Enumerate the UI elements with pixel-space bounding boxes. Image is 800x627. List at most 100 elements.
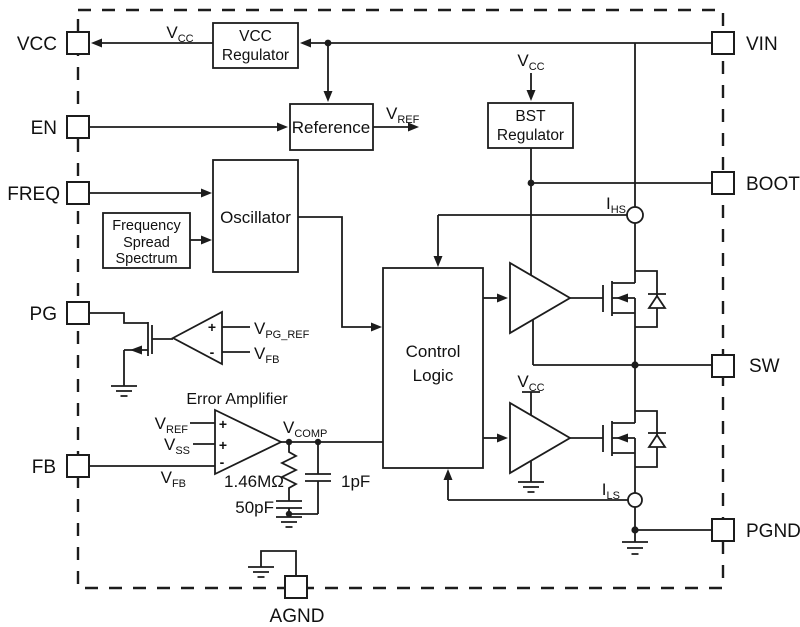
low-side-mosfet xyxy=(570,410,667,468)
bst-regulator-box xyxy=(487,102,574,149)
arrow-into-ls-driver xyxy=(497,433,508,443)
hs-driver-triangle xyxy=(509,261,572,335)
hs-body-diode-loop xyxy=(635,270,658,328)
hs-body-diode-icon xyxy=(647,293,667,309)
vcc-regulator-box xyxy=(212,22,299,69)
pin-pgnd xyxy=(711,518,735,542)
block-oscillator: Oscillator xyxy=(212,159,299,273)
vcc-label-top: VCC xyxy=(166,23,193,45)
pg-mosfet-body-arrow-icon xyxy=(130,345,142,355)
junction-sw xyxy=(631,361,639,369)
arrow-ihs-into-control xyxy=(433,256,443,267)
block-bst-regulator: BST Regulator xyxy=(487,102,574,149)
arrow-into-hs-driver xyxy=(497,293,508,303)
capacitor-1pf-icon xyxy=(289,442,331,515)
vcc-label-bst: VCC xyxy=(517,51,544,73)
ls-mosfet-body-arrow-icon xyxy=(616,433,628,443)
block-control-logic: Control Logic xyxy=(382,267,484,469)
junction-vin-reference xyxy=(324,39,332,47)
ils-label: ILS xyxy=(602,480,620,502)
feedforward-capacitor-label: 1pF xyxy=(341,472,370,491)
ils-current-sense-icon xyxy=(627,492,643,508)
reference-box xyxy=(289,103,374,151)
pin-label-sw: SW xyxy=(749,356,780,377)
pin-freq xyxy=(66,181,90,205)
pin-vcc xyxy=(66,31,90,55)
vcc-label-ls-driver: VCC xyxy=(517,372,544,394)
vfb-label-ea: VFB xyxy=(161,468,186,490)
bst-regulator-label-1: BST xyxy=(515,108,546,125)
pin-label-vin: VIN xyxy=(746,34,778,55)
junction-pgnd xyxy=(631,526,639,534)
ea-plus-2: + xyxy=(219,437,227,453)
component-labels: 1.46MΩ 50pF 1pF xyxy=(224,472,370,517)
wire-agnd-bracket xyxy=(260,550,297,576)
ea-plus-1: + xyxy=(219,416,227,432)
pin-label-boot: BOOT xyxy=(746,174,800,195)
junction-vcomp-cap xyxy=(314,438,322,446)
wire-ils-sense xyxy=(447,480,628,501)
arrow-ils-into-control xyxy=(443,469,453,480)
arrow-into-reference-top xyxy=(323,91,333,102)
fss-label-3: Spectrum xyxy=(115,251,177,267)
pin-vin xyxy=(711,31,735,55)
pin-label-fb: FB xyxy=(32,457,56,478)
junction-vcomp-resistor xyxy=(285,438,293,446)
pg-mosfet-gate xyxy=(151,325,173,354)
agnd-ground-lines xyxy=(248,566,274,578)
pg-comparator xyxy=(171,310,223,366)
pin-label-pg: PG xyxy=(30,304,57,325)
comp-ground-icon xyxy=(276,516,302,528)
pin-label-agnd: AGND xyxy=(270,606,325,627)
pin-boot xyxy=(711,171,735,195)
ls-mosfet-gate xyxy=(570,425,604,452)
arrow-osc-into-control xyxy=(371,322,382,332)
error-amplifier xyxy=(214,408,284,476)
pin-label-en: EN xyxy=(31,118,57,139)
ls-driver-ground-icon xyxy=(518,481,544,493)
fss-label-1: Frequency xyxy=(112,218,181,234)
junction-comp-ground xyxy=(285,510,293,518)
hs-diode-triangle xyxy=(647,294,667,309)
oscillator-label: Oscillator xyxy=(220,208,291,227)
control-logic-label-2: Logic xyxy=(413,366,454,385)
compensation-network xyxy=(276,442,331,515)
hs-mosfet-body-arrow-icon xyxy=(616,293,628,303)
block-vcc-regulator: VCC Regulator xyxy=(212,22,299,69)
power-ground-lines xyxy=(622,541,648,555)
pg-ground-icon xyxy=(111,385,137,397)
signal-labels: VCC VCC VCC VREF IHS ILS VPG_REF VFB VRE… xyxy=(155,23,626,502)
vcc-regulator-label-1: VCC xyxy=(239,28,272,45)
junction-boot xyxy=(527,179,535,187)
fss-label-2: Spread xyxy=(123,235,170,251)
wire-ea-inputs xyxy=(89,422,215,467)
wires xyxy=(89,42,712,576)
arrow-en-into-reference xyxy=(277,122,288,132)
wire-pgnd xyxy=(634,507,712,542)
vss-label-ea: VSS xyxy=(164,435,190,457)
vfb-label-pg: VFB xyxy=(254,344,279,366)
block-frequency-spread-spectrum: Frequency Spread Spectrum xyxy=(102,212,191,269)
wire-ihs-sense xyxy=(437,214,627,256)
comp-capacitor-label: 50pF xyxy=(235,498,274,517)
vcc-regulator-label-2: Regulator xyxy=(222,47,289,64)
pin-en xyxy=(66,115,90,139)
arrow-into-vcc-regulator xyxy=(300,38,311,48)
pin-fb xyxy=(66,454,90,478)
ic-boundary xyxy=(76,8,725,590)
ls-body-diode-icon xyxy=(647,432,667,448)
arrowheads xyxy=(91,38,536,480)
wire-vcc-to-ls-driver xyxy=(522,391,540,416)
wire-pg-comparator-inputs xyxy=(222,326,250,353)
error-amplifier-circuit: Error Amplifier + + - xyxy=(186,391,288,476)
pin-labels: VCC EN FREQ PG FB VIN BOOT SW PGND AGND xyxy=(7,34,800,627)
ls-diode-triangle xyxy=(647,433,667,448)
vcomp-label: VCOMP xyxy=(283,418,327,440)
pg-comparator-circuit: + - xyxy=(111,310,223,397)
vref-label-out: VREF xyxy=(386,104,420,126)
block-reference: Reference xyxy=(289,103,374,151)
vref-label-ea: VREF xyxy=(155,414,189,436)
ls-driver-triangle xyxy=(509,401,572,475)
